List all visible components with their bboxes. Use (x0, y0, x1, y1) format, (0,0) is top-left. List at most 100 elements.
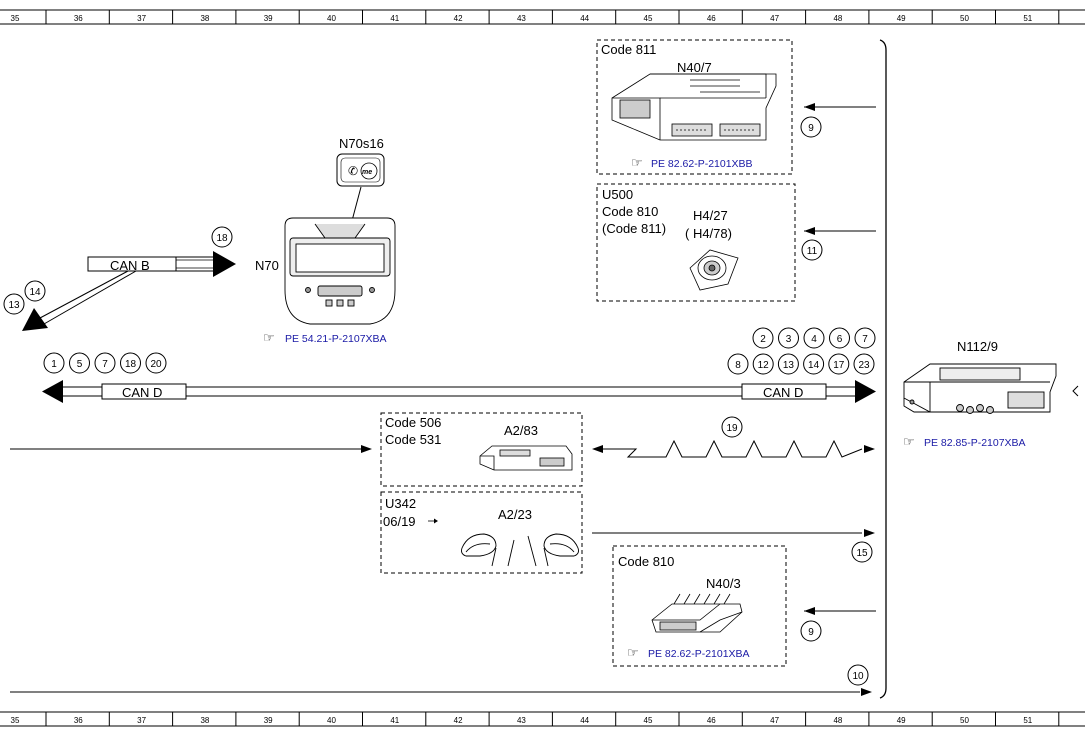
a2-83-code2: Code 531 (385, 432, 441, 447)
bottom-ruler-col-45: 45 (644, 716, 653, 725)
n40-3-name: N40/3 (706, 576, 741, 591)
can-d-right-bottom-circle-num: 12 (758, 360, 770, 371)
n112-9-name: N112/9 (957, 339, 998, 354)
n40-7-circle-num: 9 (808, 123, 814, 134)
can-d-right-top-circle-num: 7 (862, 334, 868, 345)
bottom-ruler-col-44: 44 (580, 716, 589, 725)
h4-27-name: H4/27 (693, 208, 728, 223)
bottom-ruler-col-35: 35 (11, 716, 20, 725)
can-d-left-circle-7 (94, 352, 116, 374)
bottom-ruler-col-41: 41 (390, 716, 399, 725)
module-n40-7: Code 811 N40/7 ☞ PE 82.62-P-2101XBB 9 (596, 39, 876, 175)
bracket-right-tick (1072, 385, 1079, 397)
a2-23-u: U342 (385, 496, 416, 511)
bottom-ruler-col-47: 47 (770, 716, 779, 725)
can-b-left-arrowhead (22, 308, 48, 331)
can-d-right-bottom-circle-23 (853, 353, 875, 375)
top-ruler-col-37: 37 (137, 14, 146, 23)
n70-drawing (284, 217, 396, 325)
can-d-right-bottom-circle-num: 14 (808, 360, 820, 371)
can-d-right-top-circle-6 (829, 327, 850, 349)
can-d-right-top-circle-num: 2 (760, 334, 766, 345)
can-d-left-circle-1 (43, 352, 65, 374)
module-n40-3: Code 810 N40/3 ☞ PE 82.62-P-2101XBA 9 (612, 545, 876, 667)
svg-text:14: 14 (29, 287, 41, 298)
bottom-ruler-col-39: 39 (264, 716, 273, 725)
n112-9-ref-icon: ☞ (903, 434, 915, 449)
can-d-left-circle-num: 18 (125, 359, 137, 370)
n40-7-arrowhead (804, 103, 815, 111)
h4-27-name2: ( H4/78) (685, 226, 732, 241)
bottom-ruler-col-43: 43 (517, 716, 526, 725)
a2-83-wireless-link (598, 439, 863, 458)
can-b-right-arrowhead (213, 251, 236, 277)
me-logo-icon (360, 162, 378, 180)
bottom-ruler-col-36: 36 (74, 716, 83, 725)
module-n70s16: N70s16 ✆ me (336, 136, 385, 233)
bottom-circle-10 (847, 664, 869, 686)
n40-3-arrowhead (804, 607, 815, 615)
can-d-left-circle-num: 20 (150, 359, 162, 370)
module-h4-27: U500 Code 810 (Code 811) H4/27 ( H4/78) … (596, 183, 876, 302)
can-d-left-circle-20 (145, 352, 167, 374)
h4-27-u: U500 (602, 187, 633, 202)
a2-83-input-arrowhead (361, 445, 372, 453)
can-d-right-bottom-circle-num: 23 (858, 360, 870, 371)
bottom-ruler-col-46: 46 (707, 716, 716, 725)
a2-23-name: A2/23 (498, 507, 532, 522)
can-d-left-label: CAN D (122, 385, 162, 400)
can-b-circle-14 (24, 280, 46, 302)
top-ruler-col-51: 51 (1023, 14, 1032, 23)
can-d-right-bottom-circle-num: 13 (783, 360, 795, 371)
svg-text:9: 9 (808, 627, 814, 638)
module-a2-83: Code 506 Code 531 A2/83 19 (10, 412, 875, 487)
can-d-right-bottom-circle-8 (727, 353, 749, 375)
a2-23-circle (851, 541, 873, 563)
top-ruler-col-40: 40 (327, 14, 336, 23)
can-d-right-top-circle-7 (854, 327, 876, 349)
n70-ref-icon: ☞ (263, 330, 275, 345)
a2-23-output-arrowhead (864, 529, 875, 537)
n70-name: N70 (255, 258, 279, 273)
h4-27-arrowhead (804, 227, 815, 235)
svg-text:10: 10 (852, 671, 864, 682)
can-d-right-bottom-circle-num: 8 (735, 360, 741, 371)
top-ruler-col-44: 44 (580, 14, 589, 23)
can-d-left-circle-18 (120, 352, 141, 374)
n70s16-name: N70s16 (339, 136, 384, 151)
can-d-right-top-circle-num: 3 (786, 334, 792, 345)
top-ruler-col-35: 35 (11, 14, 20, 23)
can-d-left-circle-num: 1 (51, 359, 57, 370)
module-n70: N70 ☞ PE 54.21-P-2107XBA (255, 217, 396, 345)
bottom-ruler-col-49: 49 (897, 716, 906, 725)
top-ruler-col-42: 42 (454, 14, 463, 23)
svg-text:me: me (362, 169, 372, 176)
can-d-right-top-circle-3 (778, 327, 799, 349)
top-ruler-col-39: 39 (264, 14, 273, 23)
top-ruler-col-50: 50 (960, 14, 969, 23)
can-d-right-bottom-circle-12 (752, 353, 774, 375)
bus-bracket (879, 39, 887, 699)
bottom-ruler-col-42: 42 (454, 716, 463, 725)
phone-icon: ✆ (348, 164, 358, 178)
can-d-left-circle-num: 5 (77, 359, 83, 370)
n40-7-name: N40/7 (677, 60, 712, 75)
top-ruler-col-46: 46 (707, 14, 716, 23)
can-d-left-circle-num: 7 (102, 359, 108, 370)
bottom-ruler-col-48: 48 (833, 716, 842, 725)
h4-27-circle-num: 11 (807, 246, 818, 257)
bottom-signal: 10 (10, 664, 872, 696)
can-d-right-top-circle-num: 6 (837, 334, 843, 345)
n70-ref: PE 54.21-P-2107XBA (285, 333, 387, 345)
h4-27-code2: (Code 811) (602, 221, 666, 236)
top-ruler-col-49: 49 (897, 14, 906, 23)
n40-7-ref-icon: ☞ (631, 155, 643, 170)
bottom-ruler-col-51: 51 (1023, 716, 1032, 725)
can-d-left-arrowhead (42, 380, 63, 403)
can-b-circle-13 (3, 293, 25, 315)
can-d-right-arrowhead (855, 380, 876, 403)
top-ruler-col-41: 41 (390, 14, 399, 23)
can-d-right-top-circle-4 (803, 327, 825, 349)
svg-text:13: 13 (8, 300, 20, 311)
